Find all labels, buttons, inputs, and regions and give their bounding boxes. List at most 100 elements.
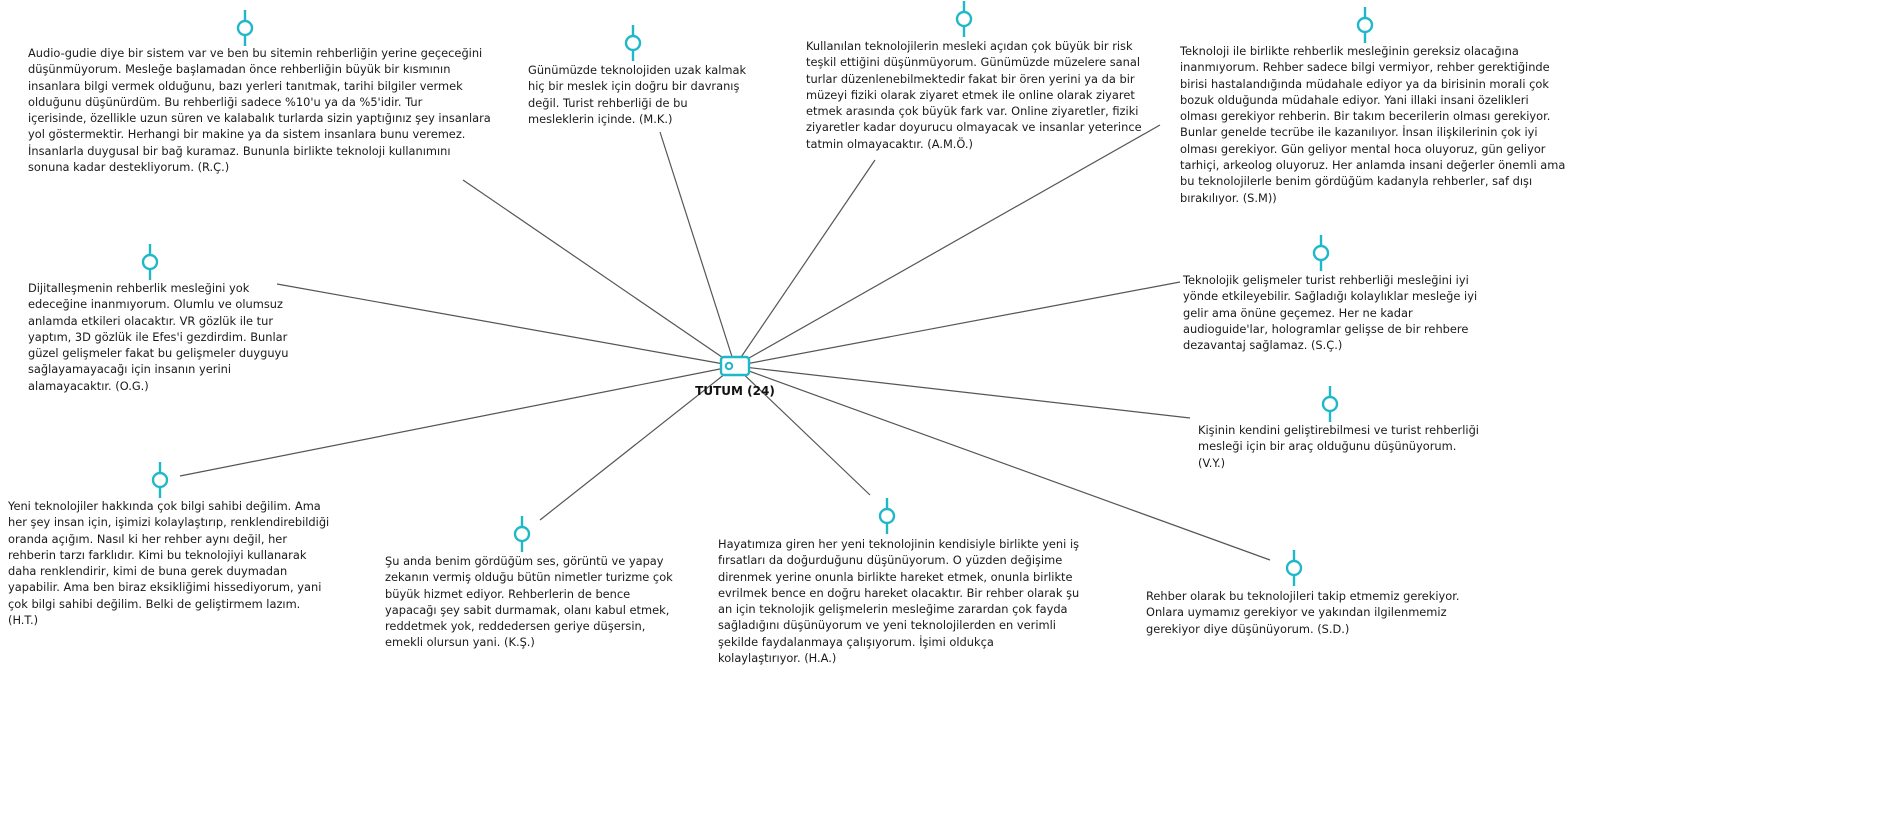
quote-line: büyük hizmet ediyor. Rehberlerin de benc…	[385, 586, 631, 601]
quote-line: olması gerekiyor. Gün geliyor mental hoc…	[1180, 141, 1546, 156]
quote-line: Bunlar genelde tecrübe ile kazanılıyor. …	[1180, 125, 1538, 140]
quote-line: Yeni teknolojiler hakkında çok bilgi sah…	[8, 499, 321, 513]
quote-line: sağlayamayacağı için insanın yerini	[28, 362, 232, 377]
quote-line: daha renklendirir, kimi de buna gerek du…	[8, 564, 288, 579]
quote-line: sağladığını düşünüyorum ve yeni teknoloj…	[718, 618, 1056, 633]
pin-marker-icon	[1321, 386, 1339, 422]
connector-vy	[734, 365, 1191, 419]
quote-sd: Rehber olarak bu teknolojileri takip etm…	[1146, 588, 1460, 637]
connector-mk	[659, 131, 736, 367]
connector-ks	[539, 365, 736, 521]
quote-ha: Hayatımıza giren her yeni teknolojinin k…	[718, 536, 1079, 666]
quote-line: rehberin tarzı farklıdır. Kimi bu teknol…	[8, 547, 307, 562]
connector-lines	[179, 124, 1271, 561]
pin-marker-icon	[141, 244, 159, 280]
quote-line: fırsatları da doğurduğunu düşünüyorum. O…	[718, 553, 1063, 568]
quote-ht: Yeni teknolojiler hakkında çok bilgi sah…	[8, 498, 329, 628]
quote-line: insanlara bilgi vermek olduğunu, bazı ye…	[28, 78, 463, 93]
quote-line: Onlara uymamız gerekiyor ve yakından ilg…	[1146, 605, 1447, 620]
quote-line: Audio-gudie diye bir sistem var ve ben b…	[28, 46, 483, 60]
quote-line: bırakılıyor. (S.M))	[1180, 190, 1277, 205]
quote-line: değil. Turist rehberliği de bu	[528, 95, 688, 110]
quote-line: tarhiçi, arkeolog oluyoruz. Her anlamda …	[1180, 158, 1566, 173]
quote-line: bu teknolojilerle benim gördüğüm kadanyl…	[1180, 174, 1533, 189]
quote-line: direnmek yerine onunla birlikte hareket …	[718, 569, 1073, 584]
pin-marker-icon	[1356, 7, 1374, 43]
pin-marker-icon	[513, 516, 531, 552]
quote-line: hiç bir meslek için doğru bir davranış	[528, 79, 740, 94]
quote-line: mesleği için bir araç olduğunu düşünüyor…	[1198, 439, 1457, 454]
quote-line: bozuk olduğunda müdahale ediyor. Yani il…	[1180, 92, 1529, 107]
connector-sd	[734, 365, 1271, 561]
connector-rc	[462, 179, 736, 367]
quote-rc: Audio-gudie diye bir sistem var ve ben b…	[28, 45, 491, 175]
quote-line: sonuna kadar destekliyorum. (R.Ç.)	[28, 160, 230, 175]
quote-line: edeceğine inanmıyorum. Olumlu ve olumsuz	[28, 297, 283, 312]
quote-line: içerisinde, özellikle uzun süren ve kala…	[28, 111, 491, 126]
quote-line: İnsanlarla duygusal bir bağ kuramaz. Bun…	[28, 143, 451, 158]
quote-line: yapabilir. Ama ben biraz eksikliğimi his…	[8, 580, 322, 595]
quote-line: yapacağı şey sabit durmamak, olanı kabul…	[385, 602, 670, 617]
quote-ks: Şu anda benim gördüğüm ses, görüntü ve y…	[385, 553, 673, 651]
quote-line: Kişinin kendini geliştirebilmesi ve turi…	[1198, 423, 1479, 437]
quote-line: dezavantaj sağlamaz. (S.Ç.)	[1183, 338, 1343, 353]
quote-line: an için teknolojik gelişmelerin mesleğim…	[718, 602, 1068, 617]
pin-marker-icon	[151, 462, 169, 498]
pin-marker-icon	[236, 10, 254, 46]
quote-line: evrilmek bence en doğru hareket olacaktı…	[718, 585, 1080, 600]
quote-line: (H.T.)	[8, 613, 39, 628]
quote-line: emekli olursun yani. (K.Ş.)	[385, 635, 535, 650]
quote-vy: Kişinin kendini geliştirebilmesi ve turi…	[1198, 422, 1479, 471]
quote-line: Hayatımıza giren her yeni teknolojinin k…	[718, 537, 1080, 551]
quote-line: oranda açığım. Nasıl ki her rehber aynı …	[8, 531, 287, 546]
quote-line: düşünmüyorum. Mesleğe başlamadan önce re…	[28, 62, 451, 77]
center-node-label: TUTUM (24)	[695, 384, 775, 398]
quote-line: olduğunu düşünürdüm. Bu rehberliği sadec…	[28, 94, 423, 109]
pin-marker-icon	[624, 25, 642, 61]
pin-marker-icon	[1312, 235, 1330, 271]
quote-line: birisi hastalandığında müdahale ediyor y…	[1180, 76, 1549, 91]
quote-line: teşkil ettiğini düşünmüyorum. Günümüzde …	[806, 55, 1140, 70]
quote-sc: Teknolojik gelişmeler turist rehberliği …	[1183, 272, 1477, 353]
quote-line: müzeyi fiziki olarak ziyaret etmek ile o…	[806, 87, 1135, 102]
quote-line: Rehber olarak bu teknolojileri takip etm…	[1146, 589, 1460, 603]
quote-line: Kullanılan teknolojilerin mesleki açıdan…	[806, 39, 1133, 53]
pin-marker-icon	[1285, 550, 1303, 586]
quote-line: yönde etkileyebilir. Sağladığı kolaylıkl…	[1183, 289, 1478, 304]
connector-amo	[734, 159, 876, 367]
quote-line: mesleklerin içinde. (M.K.)	[528, 111, 673, 126]
quote-line: güzel gelişmeler fakat bu gelişmeler duy…	[28, 346, 289, 361]
quote-line: Teknolojik gelişmeler turist rehberliği …	[1183, 273, 1469, 287]
quote-line: yol göstermektir. Herhangi bir makine ya…	[28, 127, 466, 142]
quote-line: (V.Y.)	[1198, 455, 1226, 470]
quote-line: her şey insan için, işimizi kolaylaştırı…	[8, 515, 330, 530]
quote-line: şekilde faydalanmaya çalışıyorum. İşimi …	[718, 634, 994, 649]
pin-marker-icon	[878, 498, 896, 534]
quote-line: inanmıyorum. Rehber sadece bilgi vermiyo…	[1180, 60, 1550, 75]
quote-line: reddetmek yok, reddedersen geriye düşers…	[385, 619, 646, 634]
quote-line: ziyaretler kadar doyurucu olmayacak ve i…	[806, 120, 1142, 135]
quote-line: olması gerekiyor rehberin. Bir takım bec…	[1180, 109, 1551, 124]
quote-line: gerekiyor diye düşünüyorum. (S.D.)	[1146, 621, 1350, 636]
connector-sm	[734, 124, 1161, 367]
connector-ha	[734, 365, 871, 496]
quote-line: yaptım, 3D gözlük ile Efes'i gezdirdim. …	[28, 329, 288, 344]
connector-ht	[179, 365, 736, 477]
tag-icon	[719, 355, 751, 377]
quote-sm: Teknoloji ile birlikte rehberlik mesleği…	[1180, 43, 1565, 206]
connector-sc	[734, 281, 1181, 367]
quote-line: tatmin olmayacaktır. (A.M.Ö.)	[806, 136, 973, 151]
quote-amo: Kullanılan teknolojilerin mesleki açıdan…	[806, 38, 1142, 152]
quote-line: alamayacaktır. (O.G.)	[28, 378, 149, 393]
quote-line: anlamda etkileri olacaktır. VR gözlük il…	[28, 313, 274, 328]
quote-line: Günümüzde teknolojiden uzak kalmak	[528, 63, 747, 77]
quote-line: Teknoloji ile birlikte rehberlik mesleği…	[1180, 44, 1519, 58]
quote-line: turlar düzenlenebilmektedir fakat bir ör…	[806, 71, 1135, 86]
quote-line: audioguide'lar, hologramlar gelişse de b…	[1183, 321, 1469, 336]
quote-line: etmek arasında çok büyük fark var. Onlin…	[806, 104, 1139, 119]
quote-line: gelir ama önüne geçemez. Her ne kadar	[1183, 305, 1413, 320]
connector-og	[276, 283, 736, 367]
quote-mk: Günümüzde teknolojiden uzak kalmak hiç bi…	[528, 62, 746, 127]
pin-marker-icon	[955, 1, 973, 37]
